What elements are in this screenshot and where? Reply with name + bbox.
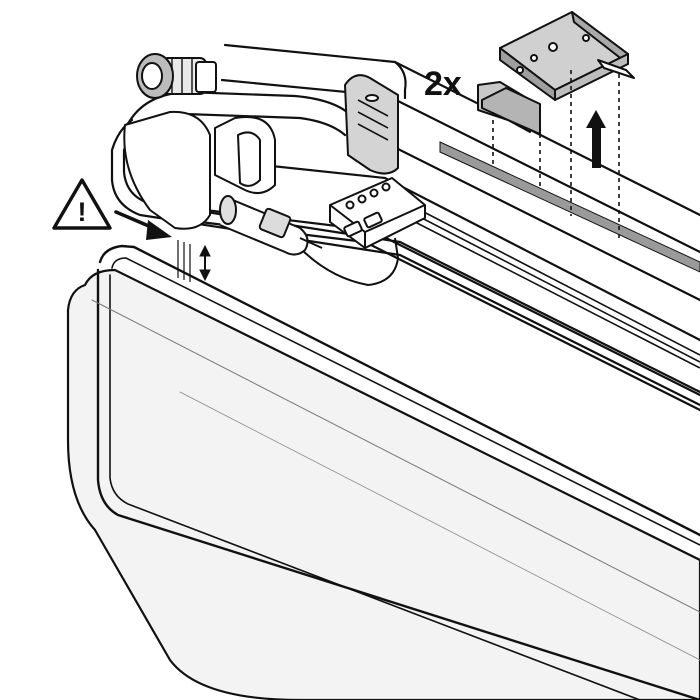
rail-shadow [439, 141, 700, 273]
insert-arrow-icon [114, 210, 172, 240]
mounting-bracket [477, 11, 635, 135]
end-cap [123, 110, 276, 230]
svg-text:!: ! [78, 197, 87, 227]
led-tube-end [219, 195, 323, 256]
up-arrow-icon [586, 110, 606, 168]
wires [299, 209, 700, 369]
terminal-block [329, 177, 426, 249]
cable-gland-icon [136, 53, 217, 99]
alignment-guides [492, 70, 620, 238]
warning-triangle-icon: ! [52, 178, 112, 230]
gasket-lines [177, 240, 191, 282]
cable-clip [344, 74, 399, 175]
bracket-quantity-label: 2x [424, 65, 462, 103]
diffuser-cover [66, 244, 700, 700]
double-vertical-arrow-icon [199, 244, 211, 282]
